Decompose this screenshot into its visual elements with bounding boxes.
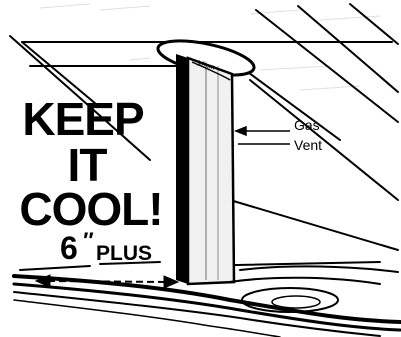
inch-mark: ″ <box>82 230 93 252</box>
vent-body <box>188 58 234 284</box>
headline-it: IT <box>52 142 122 188</box>
clearance-value: 6 <box>60 232 77 264</box>
callout-label-gas: Gas <box>294 118 320 132</box>
headline-cool: COOL! <box>8 186 174 232</box>
gas-vent-pipe: Mmm <box>155 34 257 284</box>
arrow-head-right <box>164 276 178 288</box>
vent-shadow <box>176 54 188 284</box>
clearance-unit: PLUS <box>96 243 152 264</box>
headline-keep: KEEP <box>10 96 156 142</box>
callout-label-vent: Vent <box>294 138 322 152</box>
callout-leader <box>236 127 290 144</box>
